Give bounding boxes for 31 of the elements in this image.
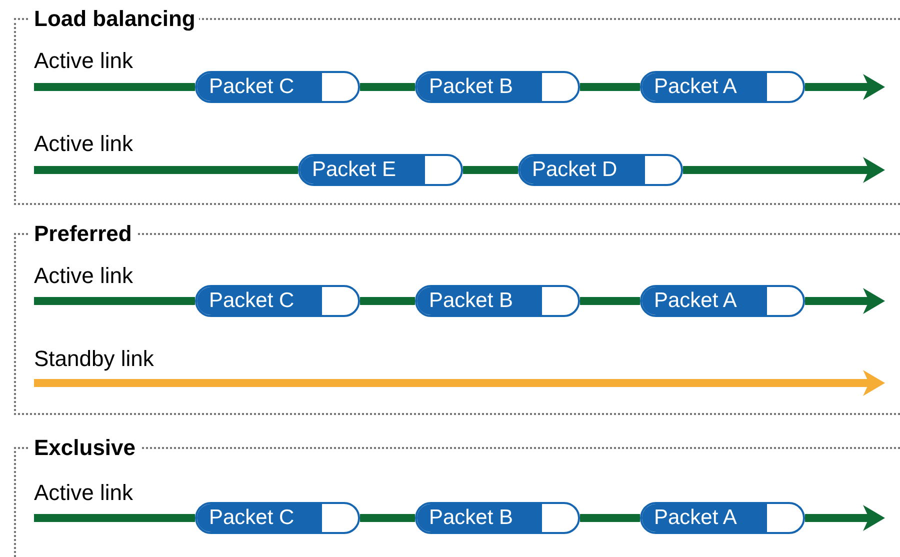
- packet-label: Packet B: [429, 506, 514, 529]
- packet-label: Packet C: [209, 75, 294, 98]
- packet-label: Packet B: [429, 75, 514, 98]
- packet-capsule: [518, 154, 683, 186]
- link-arrow: [805, 288, 885, 314]
- packet-label: Packet C: [209, 289, 294, 312]
- link-label: Active link: [34, 48, 134, 74]
- packet-capsule: [640, 285, 805, 317]
- packet-capsule: [415, 502, 580, 534]
- packet-capsule: [640, 502, 805, 534]
- link-label: Standby link: [34, 346, 154, 372]
- link-label: Active link: [34, 263, 134, 289]
- packet-capsule: [415, 71, 580, 103]
- packet-capsule: [195, 502, 360, 534]
- packet-label: Packet A: [654, 289, 737, 312]
- packet-label: Packet D: [532, 158, 618, 181]
- packet-label: Packet A: [654, 506, 737, 529]
- packet-capsule: [195, 285, 360, 317]
- packet-label: Packet E: [312, 158, 396, 181]
- packet-capsule: [195, 71, 360, 103]
- link-arrow: [805, 74, 885, 100]
- packet-label: Packet B: [429, 289, 514, 312]
- link-label: Active link: [34, 131, 134, 157]
- link-arrow: [805, 505, 885, 531]
- packet-capsule: [640, 71, 805, 103]
- packet-capsule: [415, 285, 580, 317]
- packet-label: Packet C: [209, 506, 294, 529]
- packet-label: Packet A: [654, 75, 737, 98]
- link-arrow: [683, 157, 885, 183]
- link-label: Active link: [34, 480, 134, 506]
- packet-capsule: [298, 154, 463, 186]
